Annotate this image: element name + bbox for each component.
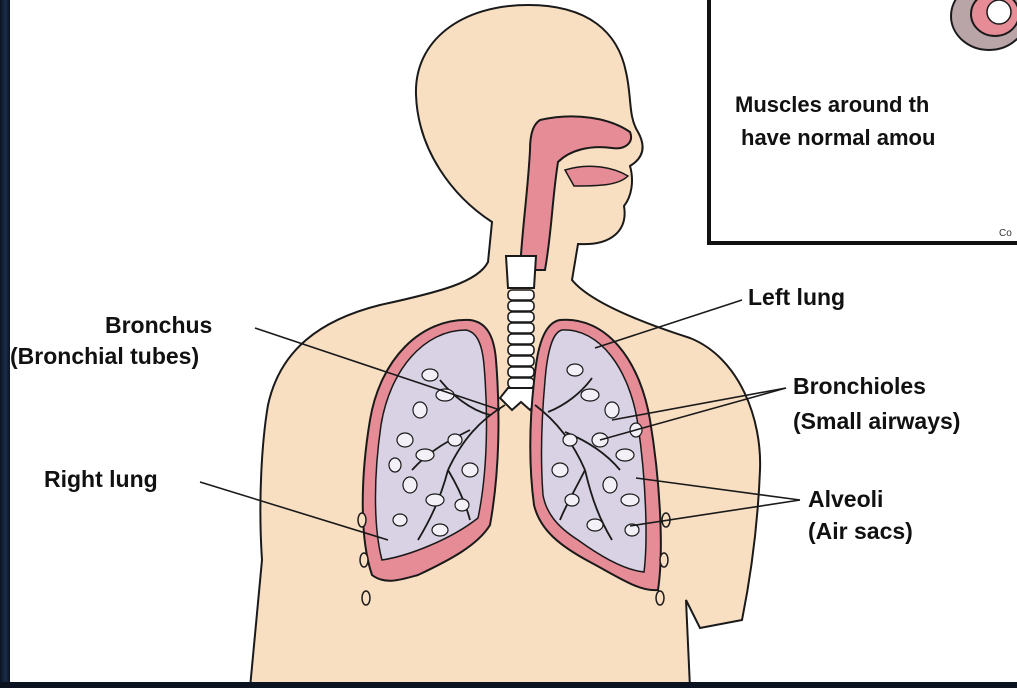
body-silhouette	[250, 5, 760, 688]
label-right-lung: Right lung	[44, 465, 158, 494]
copyright-text: Co	[999, 228, 1012, 239]
trachea-rings	[508, 290, 534, 388]
label-bronchial-tubes: (Bronchial tubes)	[10, 342, 199, 371]
label-air-sacs: (Air sacs)	[808, 517, 913, 546]
larynx	[506, 256, 536, 288]
label-bronchus: Bronchus	[105, 311, 212, 340]
bronchiole-cross-section-icon	[711, 0, 1017, 78]
label-left-lung: Left lung	[748, 283, 845, 312]
inset-panel: Muscles around th have normal amou Co	[707, 0, 1017, 245]
label-alveoli: Alveoli	[808, 485, 883, 514]
left-border	[0, 0, 10, 688]
inset-caption-line-2: have normal amou	[741, 122, 935, 154]
inset-caption-line-1: Muscles around th	[735, 89, 929, 121]
label-bronchioles: Bronchioles	[793, 372, 926, 401]
bottom-border	[0, 682, 1017, 688]
label-small-airways: (Small airways)	[793, 407, 960, 436]
